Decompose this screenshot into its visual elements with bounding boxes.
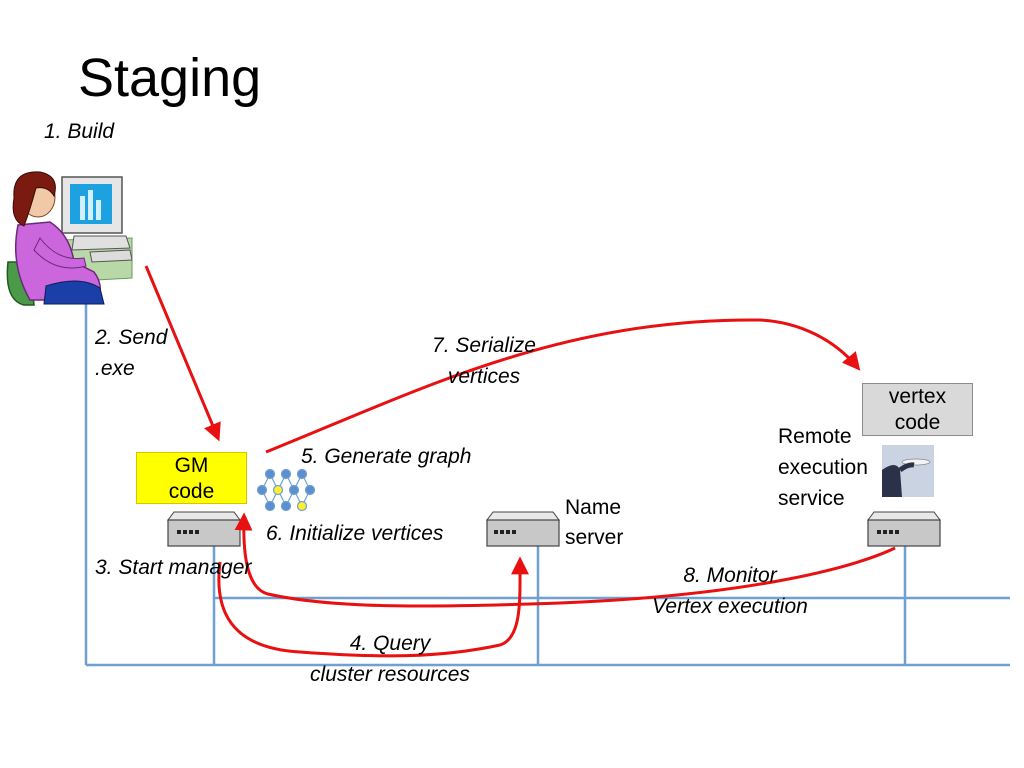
step-query-label-line1: 4. Query [349, 632, 431, 655]
step-initialize-vertices-label: 6. Initialize vertices [266, 522, 444, 545]
step-query-label-line2: cluster resources [310, 663, 470, 686]
step-send-label-line2: .exe [95, 357, 135, 380]
step-serialize-label-line1: 7. Serialize [432, 334, 536, 357]
gm-code-box-line1: GM [174, 454, 209, 477]
gm-code-box: GM code [136, 452, 247, 504]
vertex-code-box: vertex code [862, 383, 973, 436]
server-icon [167, 511, 241, 547]
step-monitor-label-line2: Vertex execution [652, 595, 808, 618]
network-lines [84, 300, 1010, 667]
vertex-code-box-line2: code [894, 411, 941, 434]
name-server-label-line2: server [565, 526, 624, 549]
remote-service-label-line2: execution [778, 456, 868, 479]
step-monitor-label-line1: 8. Monitor [683, 564, 777, 587]
remote-service-label-line3: service [778, 487, 845, 510]
name-server-label-line1: Name [565, 496, 622, 519]
slide-title: Staging [78, 48, 262, 108]
graph-icon [256, 468, 316, 512]
server-icon [867, 511, 941, 547]
remote-service-icon [882, 445, 934, 497]
vertex-code-box-line1: vertex [888, 385, 947, 408]
user-at-computer-icon [6, 171, 133, 306]
step-send-label-line1: 2. Send [95, 326, 168, 349]
gm-code-box-line2: code [168, 480, 215, 503]
step-serialize-label-line2: vertices [447, 365, 521, 388]
flow-arrows [144, 265, 896, 658]
step-generate-graph-label: 5. Generate graph [301, 445, 472, 468]
step-build-label: 1. Build [44, 120, 115, 143]
server-icon [486, 511, 560, 547]
step-start-manager-label: 3. Start manager [95, 556, 252, 579]
remote-service-label-line1: Remote [778, 425, 852, 448]
